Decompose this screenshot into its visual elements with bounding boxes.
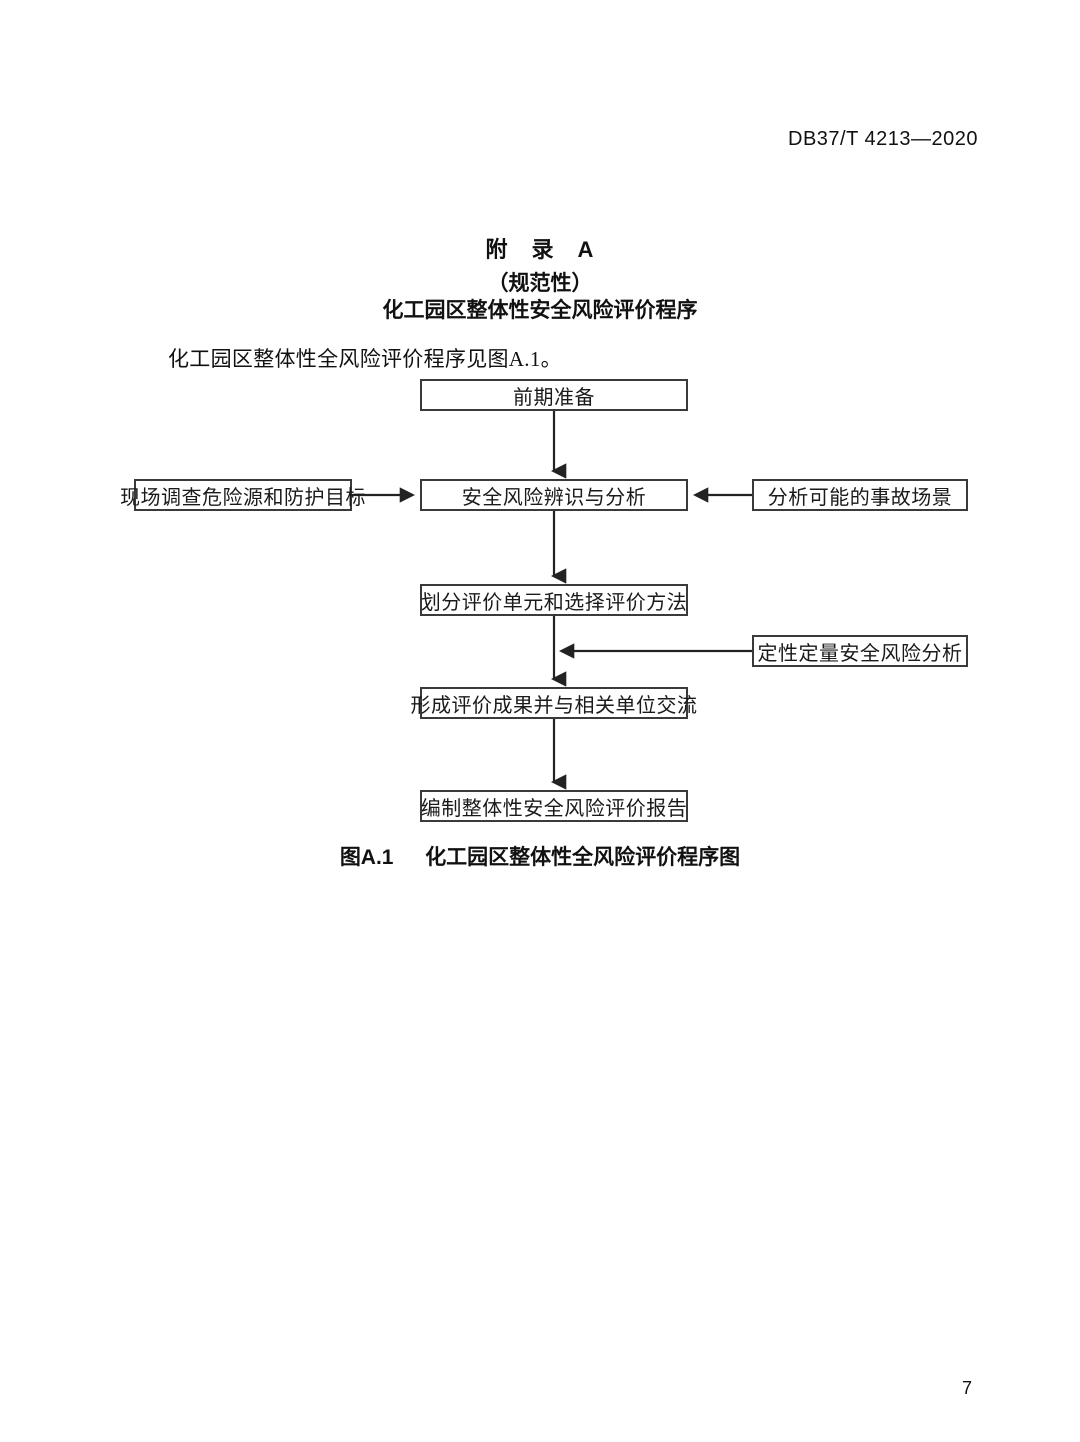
flow-node-identify: 安全风险辨识与分析 (420, 479, 688, 511)
figure-caption-text: 化工园区整体性全风险评价程序图 (425, 846, 741, 869)
flow-node-scenario: 分析可能的事故场景 (752, 479, 968, 511)
standard-code-header: DB37/T 4213—2020 (788, 128, 978, 150)
flow-node-survey: 现场调查危险源和防护目标 (120, 479, 366, 511)
flow-node-quant: 定性定量安全风险分析 (752, 635, 968, 667)
figure-caption: 图A.1 化工园区整体性全风险评价程序图 (0, 841, 1080, 871)
annex-subtitle: （规范性） (487, 272, 593, 295)
annex-title: 附 录 A (485, 237, 595, 262)
page-number: 7 (961, 1378, 972, 1398)
flow-node-result: 形成评价成果并与相关单位交流 (411, 687, 697, 719)
flow-node-unit: 划分评价单元和选择评价方法 (420, 584, 688, 616)
figure-label: 图A.1 (339, 846, 394, 869)
body-paragraph: 化工园区整体性全风险评价程序见图A.1。 (168, 347, 562, 371)
flow-node-prep: 前期准备 (420, 379, 688, 411)
flow-node-report: 编制整体性安全风险评价报告 (420, 790, 688, 822)
annex-name: 化工园区整体性安全风险评价程序 (382, 299, 698, 322)
